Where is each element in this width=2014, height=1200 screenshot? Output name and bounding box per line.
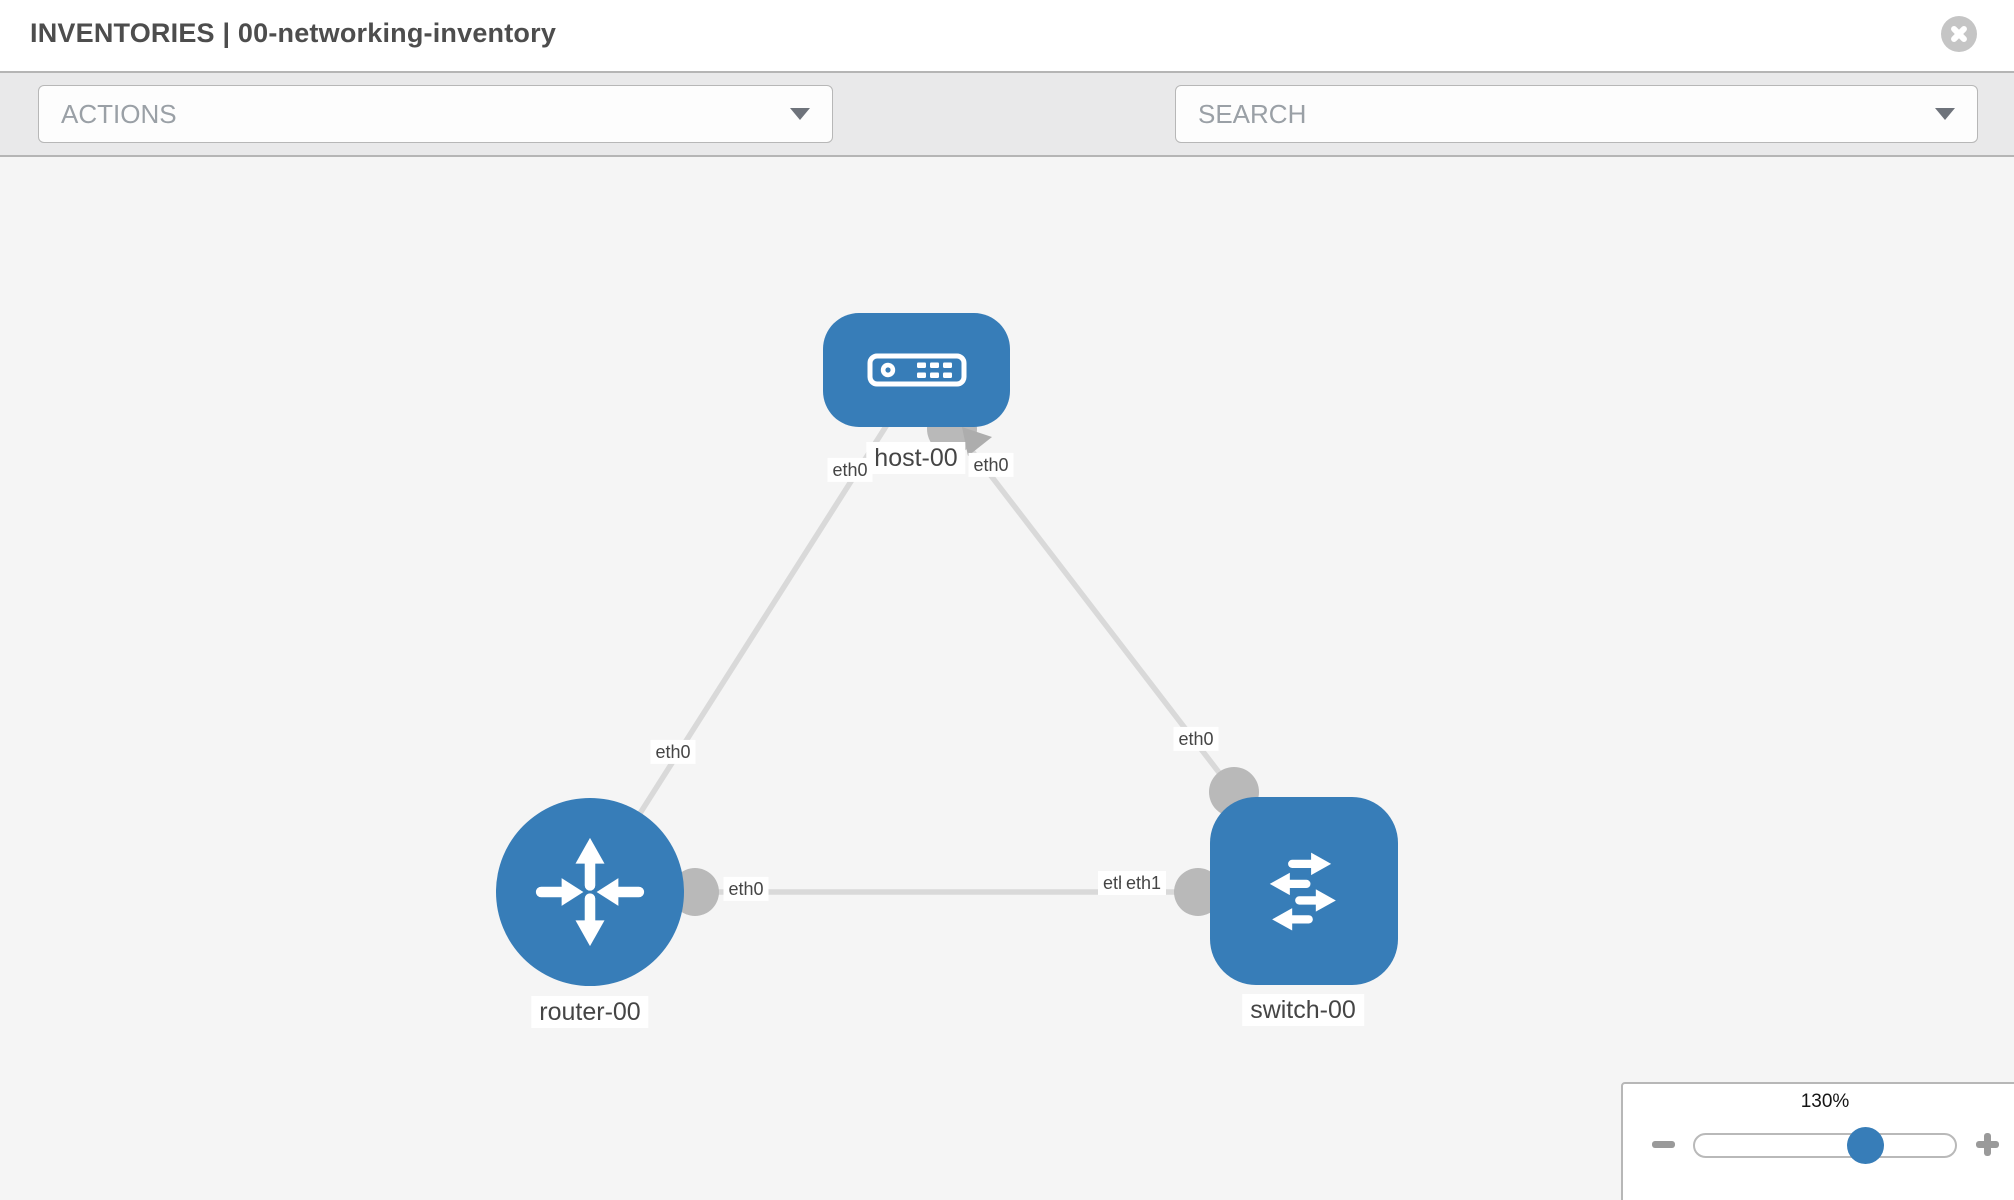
node-label-switch: switch-00 — [1242, 994, 1364, 1026]
node-host-00[interactable] — [823, 313, 1010, 427]
toolbar: ACTIONS SEARCH — [0, 71, 2014, 206]
node-label-host: host-00 — [866, 442, 966, 474]
zoom-slider-handle[interactable] — [1847, 1127, 1884, 1164]
node-switch-00[interactable] — [1210, 797, 1398, 985]
close-button[interactable] — [1941, 16, 1977, 52]
search-dropdown[interactable]: SEARCH — [1175, 85, 1978, 143]
chevron-down-icon — [1935, 108, 1955, 120]
topology-links-layer — [587, 404, 1300, 916]
minus-icon — [1651, 1140, 1675, 1148]
page-header: INVENTORIES | 00-networking-inventory — [0, 0, 2014, 71]
topology-canvas[interactable]: host-00 router-00 switch-00 eth0 eth0 et… — [0, 157, 2014, 1200]
node-router-00[interactable] — [496, 798, 684, 986]
chevron-down-icon — [790, 108, 810, 120]
plus-icon — [1975, 1132, 1999, 1156]
zoom-in-button[interactable] — [1965, 1122, 2009, 1166]
node-label-router: router-00 — [531, 996, 649, 1028]
interface-label-host-right: eth0 — [968, 452, 1014, 478]
actions-dropdown-label: ACTIONS — [61, 98, 177, 129]
page-title: INVENTORIES | 00-networking-inventory — [30, 18, 557, 48]
host-icon — [867, 353, 966, 387]
zoom-slider-track[interactable] — [1693, 1133, 1957, 1158]
interface-label-switch-left: eth1 — [1121, 871, 1167, 896]
link-arrowhead — [962, 427, 992, 456]
search-dropdown-label: SEARCH — [1198, 98, 1307, 129]
router-icon — [535, 837, 645, 947]
interface-label-router-right: eth0 — [723, 876, 769, 902]
zoom-level-label: 130% — [1800, 1091, 1850, 1112]
interface-label-router-top: eth0 — [650, 739, 696, 765]
switch-icon — [1269, 852, 1336, 931]
zoom-panel: 130% — [1621, 1082, 2014, 1200]
interface-label-host-left: eth0 — [827, 457, 873, 483]
interface-label-switch-top: eth0 — [1173, 726, 1219, 752]
actions-dropdown[interactable]: ACTIONS — [38, 85, 833, 143]
zoom-out-button[interactable] — [1641, 1122, 1685, 1166]
